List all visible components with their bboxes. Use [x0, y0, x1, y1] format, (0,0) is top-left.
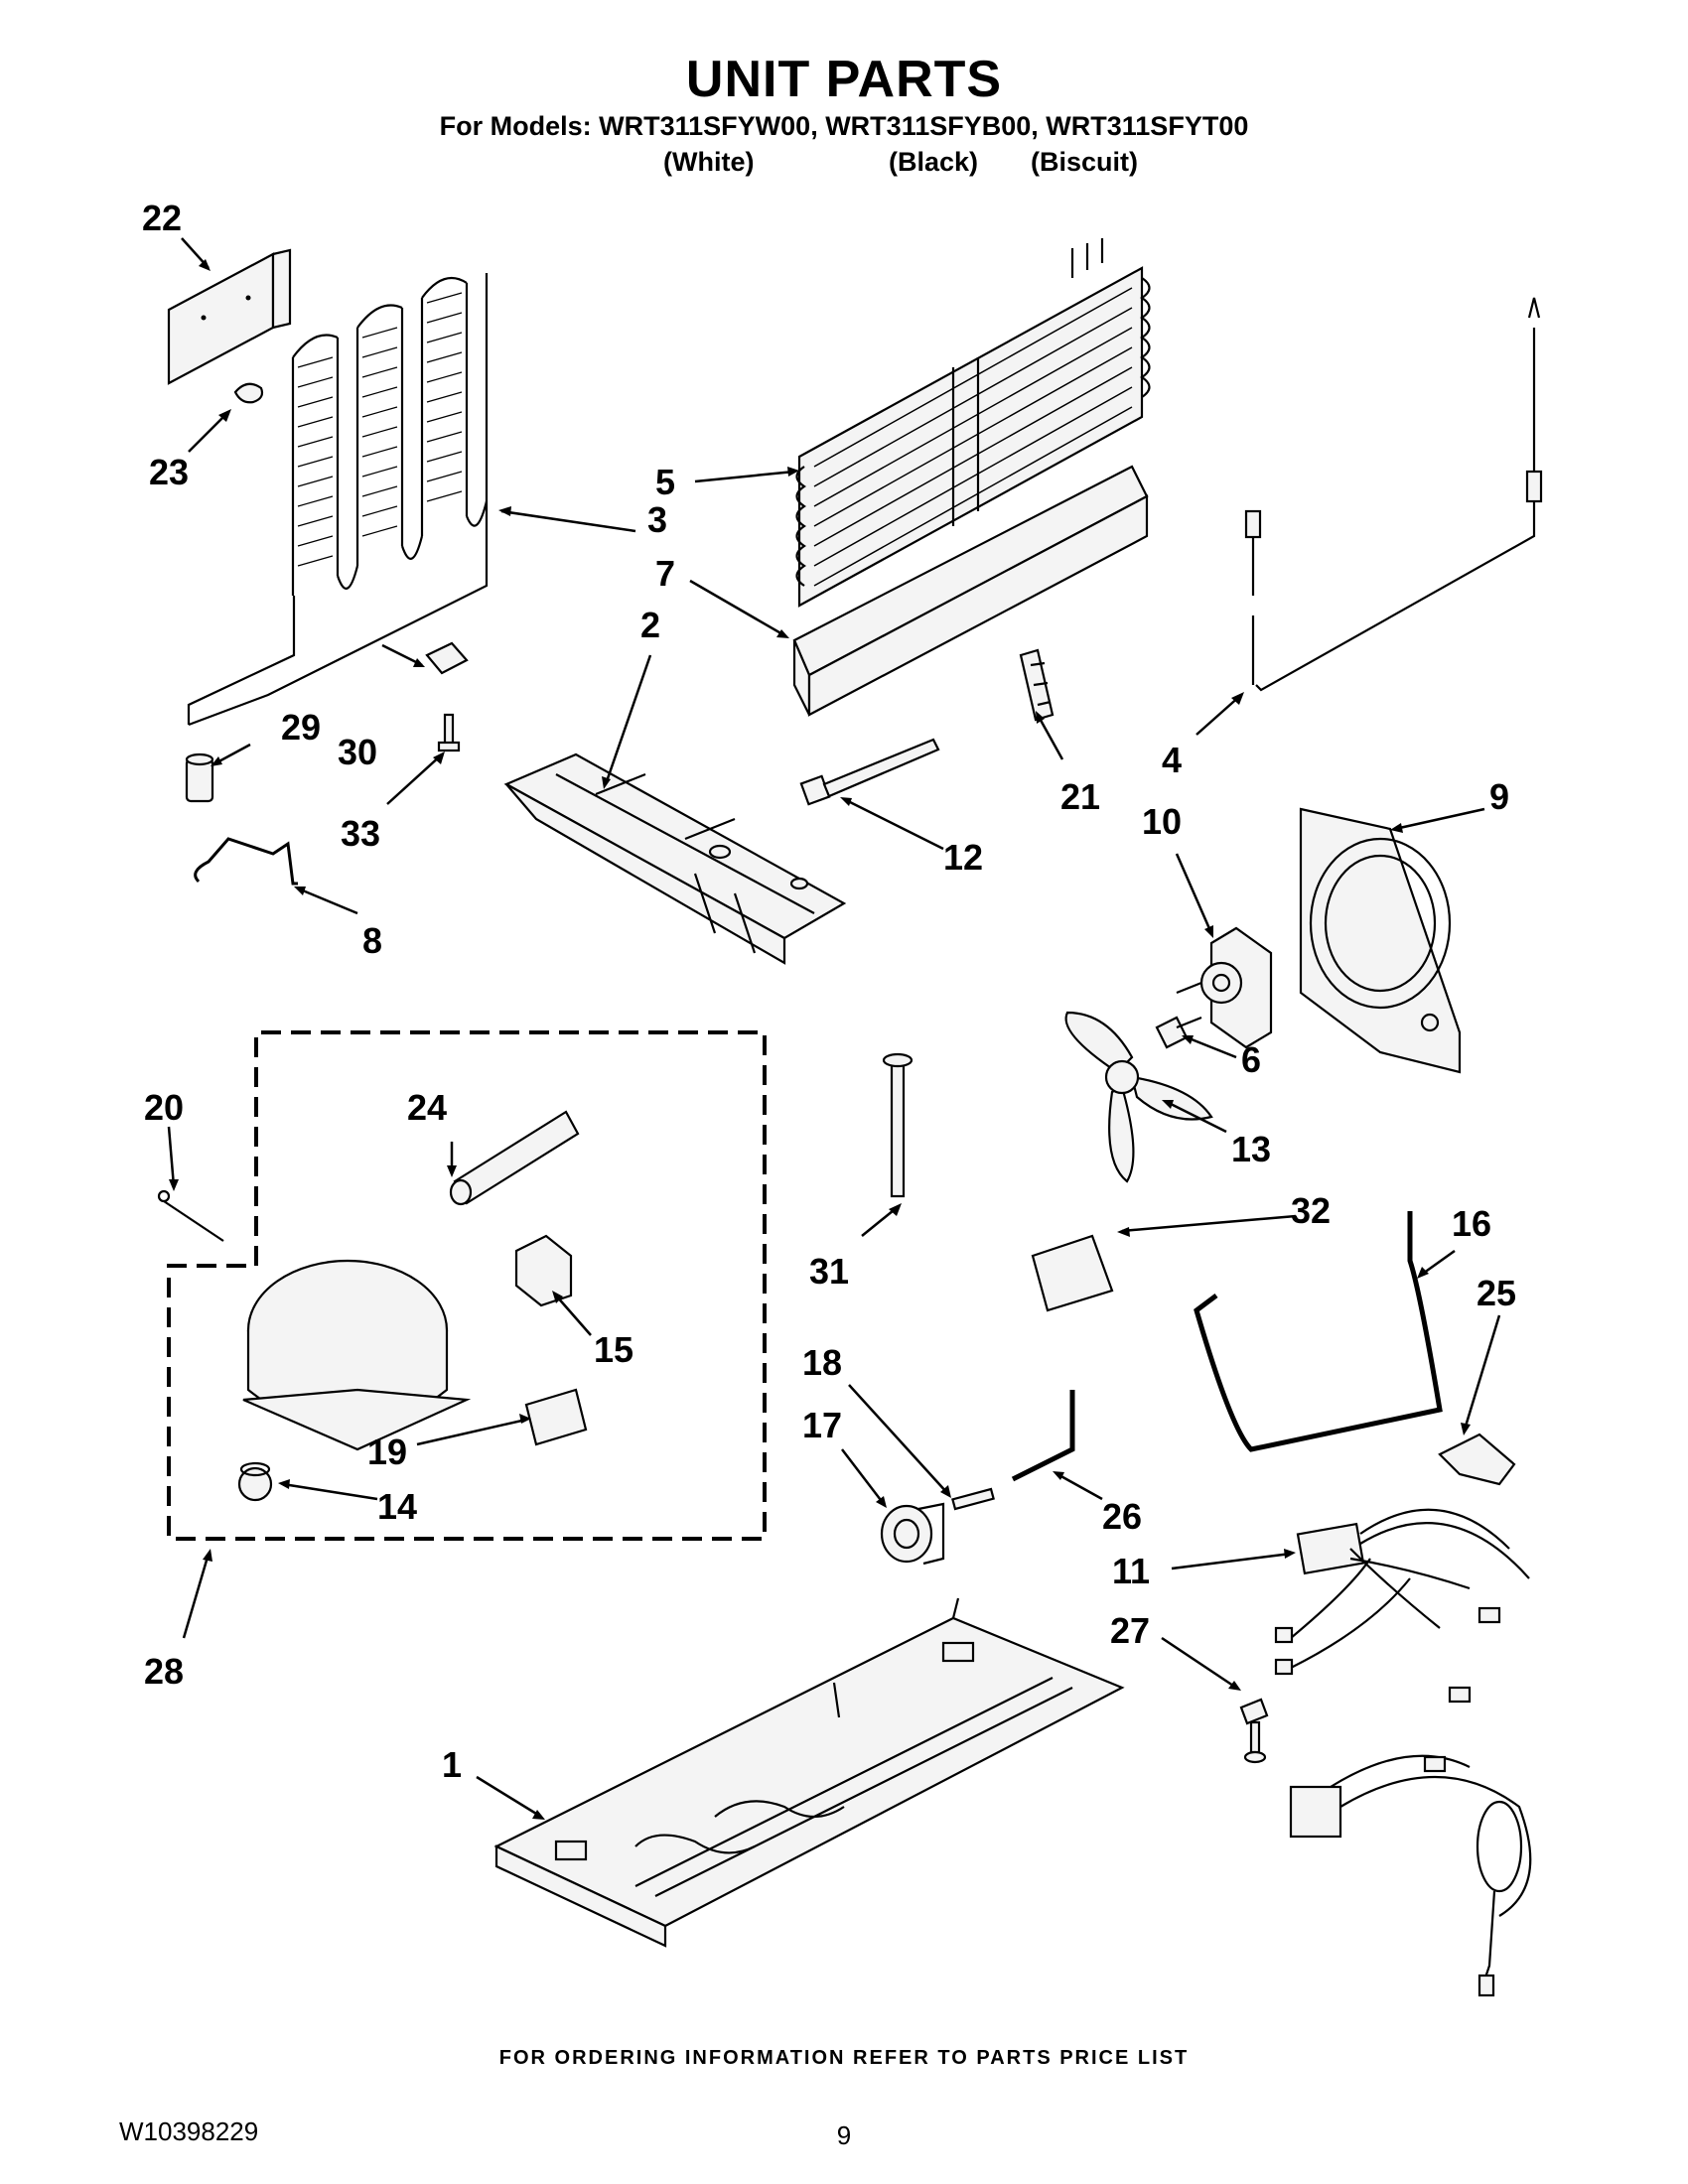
callout-25: 25 — [1477, 1273, 1516, 1313]
models-line: For Models: WRT311SFYW00, WRT311SFYB00, … — [439, 111, 1249, 141]
page-title: UNIT PARTS — [685, 51, 1003, 108]
part-22-bracket — [167, 248, 292, 385]
part-2-drain-pan — [503, 752, 847, 965]
part-23-clip — [233, 382, 264, 404]
callout-24: 24 — [407, 1087, 447, 1128]
callout-2: 2 — [640, 605, 660, 645]
color-white-label: (White) — [663, 147, 755, 177]
part-16-tube — [1194, 1211, 1443, 1452]
callout-4: 4 — [1162, 740, 1182, 780]
part-10-fan-motor — [1176, 926, 1273, 1049]
part-28-compressor-assembly-outline — [167, 1030, 767, 1541]
part-19-overload — [524, 1388, 588, 1446]
part-3-condenser — [187, 273, 489, 727]
part-12-cable-tie — [799, 738, 940, 806]
callout-15: 15 — [594, 1329, 633, 1370]
part-13-fan-blade — [1064, 1011, 1213, 1183]
callout-21: 21 — [1060, 776, 1100, 817]
callout-numbers: 22 23 3 5 7 2 4 21 12 9 10 6 13 29 30 33… — [142, 198, 1516, 1785]
color-black-label: (Black) — [889, 147, 979, 177]
part-27-screw — [1239, 1698, 1269, 1764]
callout-33: 33 — [341, 813, 380, 854]
part-20-wire-clip — [157, 1189, 224, 1242]
part-30-clip — [425, 641, 469, 675]
callout-20: 20 — [144, 1087, 184, 1128]
callout-23: 23 — [149, 452, 189, 492]
callout-17: 17 — [802, 1405, 842, 1445]
part-8-wire — [194, 837, 298, 886]
part-6-screw — [1155, 1016, 1202, 1049]
part-26-tube — [1011, 1390, 1075, 1482]
callout-1: 1 — [442, 1744, 462, 1785]
callout-14: 14 — [377, 1486, 417, 1527]
document-number: W10398229 — [119, 2116, 259, 2146]
callout-12: 12 — [943, 837, 983, 878]
part-7-drip-tray — [792, 465, 1149, 717]
callout-18: 18 — [802, 1342, 842, 1383]
part-21-clip — [1019, 648, 1055, 722]
callout-9: 9 — [1489, 776, 1509, 817]
callout-11: 11 — [1112, 1551, 1150, 1591]
part-15-relay — [514, 1234, 573, 1307]
ordering-note: FOR ORDERING INFORMATION REFER TO PARTS … — [498, 2047, 1190, 2069]
part-24-drier — [449, 1110, 580, 1206]
part-33-screw — [437, 713, 461, 752]
part-4-sensor — [1244, 297, 1543, 692]
part-29-capacitor — [185, 752, 214, 803]
leader-lines — [167, 237, 1501, 1820]
callout-6: 6 — [1241, 1039, 1261, 1080]
callout-5: 5 — [655, 462, 675, 502]
callout-31: 31 — [809, 1251, 849, 1292]
callout-30: 30 — [338, 732, 377, 772]
callout-28: 28 — [144, 1651, 184, 1692]
part-25-clamp — [1438, 1433, 1516, 1486]
callout-29: 29 — [281, 707, 321, 748]
callout-32: 32 — [1291, 1190, 1331, 1231]
callout-27: 27 — [1110, 1610, 1150, 1651]
callout-22: 22 — [142, 198, 182, 238]
page-number: 9 — [836, 2120, 852, 2150]
part-17-wheel — [880, 1502, 945, 1566]
part-9-fan-shroud — [1299, 807, 1462, 1074]
part-5-evaporator — [795, 238, 1151, 608]
callout-10: 10 — [1142, 801, 1182, 842]
callout-7: 7 — [655, 553, 675, 594]
callout-26: 26 — [1102, 1496, 1142, 1537]
part-11-wire-harness — [1274, 1508, 1532, 1997]
part-1-base-plate — [493, 1597, 1125, 1948]
part-32-pad — [1031, 1234, 1114, 1312]
compressor-body — [242, 1259, 472, 1451]
callout-19: 19 — [367, 1432, 407, 1472]
callout-16: 16 — [1452, 1203, 1491, 1244]
color-biscuit-label: (Biscuit) — [1031, 147, 1138, 177]
callout-8: 8 — [362, 920, 382, 961]
part-31-drain-tube — [882, 1052, 914, 1198]
callout-3: 3 — [647, 499, 667, 540]
part-14-grommet — [237, 1461, 273, 1502]
part-18-axle — [951, 1487, 995, 1511]
callout-13: 13 — [1231, 1129, 1271, 1169]
